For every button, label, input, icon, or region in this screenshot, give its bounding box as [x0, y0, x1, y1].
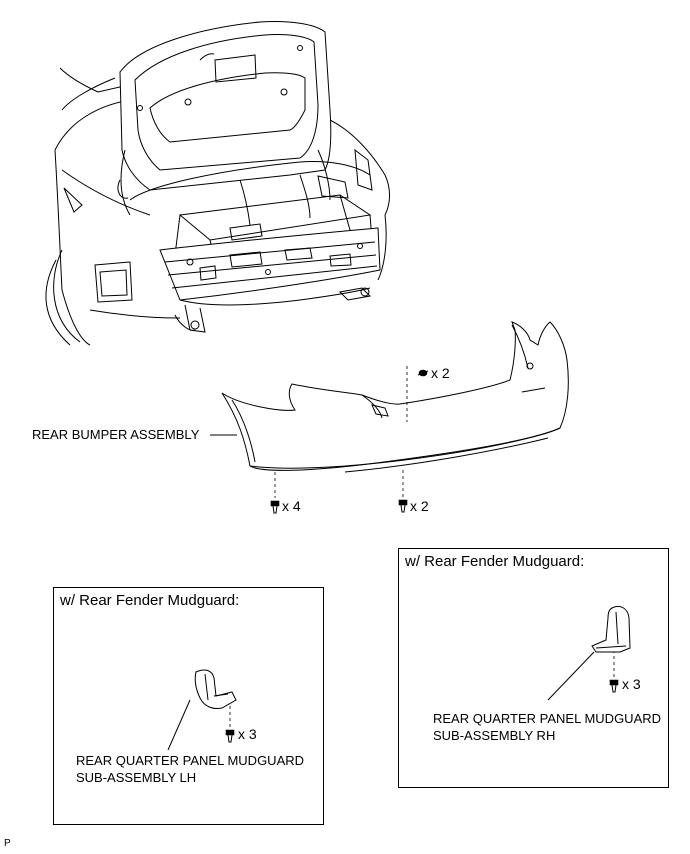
bumper-top-clip-qty: x 2	[431, 365, 450, 381]
mudguard-rh-screw-qty: x 3	[622, 676, 641, 692]
mudguard-lh-label-line1: REAR QUARTER PANEL MUDGUARD	[76, 753, 305, 768]
mudguard-rh-panel-title: w/ Rear Fender Mudguard:	[405, 553, 585, 570]
bumper-bottom-left-screw-qty: x 4	[282, 498, 301, 514]
screw-icon	[609, 679, 619, 693]
figure-code: P	[4, 838, 11, 849]
screw-icon	[270, 500, 280, 514]
mudguard-lh-panel-title: w/ Rear Fender Mudguard:	[60, 592, 240, 609]
car-rear-body-illustration	[45, 21, 390, 346]
clip-icon	[417, 369, 429, 377]
screw-icon	[225, 729, 235, 743]
bumper-bottom-right-screw-qty: x 2	[410, 498, 429, 514]
mudguard-lh-label-line2: SUB-ASSEMBLY LH	[76, 770, 197, 785]
rear-bumper-illustration	[210, 321, 569, 473]
mudguard-lh-illustration	[167, 669, 237, 751]
mudguard-rh-panel	[398, 548, 669, 788]
mudguard-rh-illustration	[547, 605, 631, 701]
mudguard-lh-screw-qty: x 3	[238, 726, 257, 742]
rear-bumper-assembly-label: REAR BUMPER ASSEMBLY	[32, 427, 200, 442]
screw-icon	[398, 499, 408, 513]
mudguard-lh-panel	[53, 587, 324, 825]
fastener-leader-lines	[229, 366, 615, 728]
mudguard-rh-label-line1: REAR QUARTER PANEL MUDGUARD	[433, 711, 662, 726]
mudguard-rh-label-line2: SUB-ASSEMBLY RH	[433, 728, 556, 743]
